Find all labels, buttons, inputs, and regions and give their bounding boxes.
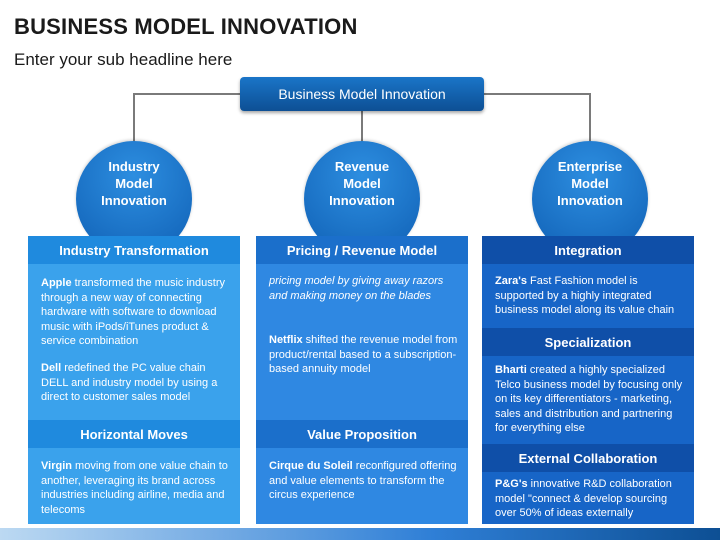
- header-value-proposition: Value Proposition: [256, 420, 468, 448]
- root-node-business-model-innovation: Business Model Innovation: [240, 77, 484, 111]
- connector-center-vertical: [361, 111, 363, 143]
- text-apple: Apple transformed the music industry thr…: [41, 277, 226, 347]
- text-dell: Dell redefined the PC value chain DELL a…: [41, 362, 218, 403]
- text-bharti: Bharti created a highly specialized Telc…: [495, 364, 683, 434]
- text-cirque-du-soleil: Cirque du Soleil reconfigured offering a…: [269, 460, 457, 501]
- page-subtitle: Enter your sub headline here: [14, 50, 233, 69]
- text-pg: P&G's innovative R&D collaboration model…: [495, 478, 672, 519]
- column-industry: Industry Transformation Apple transforme…: [28, 236, 240, 524]
- page-title: BUSINESS MODEL INNOVATION: [14, 14, 358, 39]
- header-specialization: Specialization: [482, 328, 694, 356]
- text-virgin: Virgin moving from one value chain to an…: [41, 460, 228, 516]
- text-razors: pricing model by giving away razors and …: [269, 275, 444, 302]
- connector-left-vertical: [133, 93, 135, 143]
- header-integration: Integration: [482, 236, 694, 264]
- header-industry-transformation: Industry Transformation: [28, 236, 240, 264]
- connector-left-horizontal: [134, 93, 240, 95]
- text-netflix: Netflix shifted the revenue model from p…: [269, 334, 458, 375]
- dome-label-enterprise: Enterprise Model Innovation: [557, 159, 623, 208]
- text-zara: Zara's Fast Fashion model is supported b…: [495, 275, 675, 316]
- connector-right-horizontal: [484, 93, 590, 95]
- dome-label-industry: Industry Model Innovation: [101, 159, 167, 208]
- connector-right-vertical: [589, 93, 591, 143]
- header-horizontal-moves: Horizontal Moves: [28, 420, 240, 448]
- header-external-collaboration: External Collaboration: [482, 444, 694, 472]
- column-enterprise: Integration Zara's Fast Fashion model is…: [482, 236, 694, 524]
- column-revenue: Pricing / Revenue Model pricing model by…: [256, 236, 468, 524]
- bottom-decorative-band: [0, 528, 720, 540]
- header-pricing-revenue-model: Pricing / Revenue Model: [256, 236, 468, 264]
- dome-label-revenue: Revenue Model Innovation: [329, 159, 395, 208]
